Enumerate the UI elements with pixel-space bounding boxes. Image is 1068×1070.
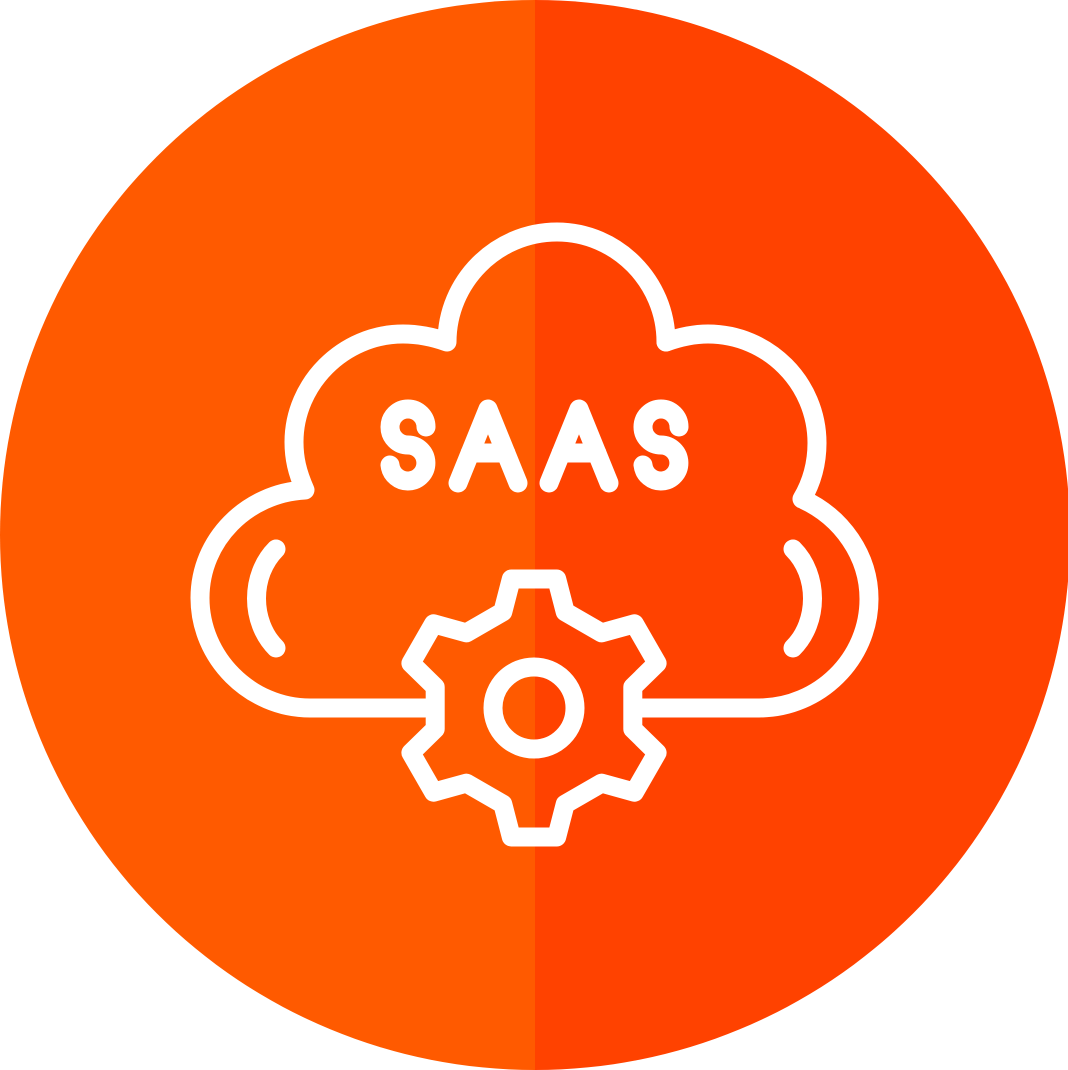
saas-lettering [380, 399, 689, 493]
cloud-outline-left [190, 222, 676, 718]
cloud-outline-right [630, 324, 879, 718]
letter-a-1 [448, 399, 528, 493]
letter-s-2 [633, 399, 689, 491]
badge-right-half [535, 0, 1068, 1070]
badge-left-half [0, 0, 535, 1070]
left-arc [247, 539, 286, 658]
letter-a-2 [539, 399, 619, 493]
gear-hub [483, 657, 585, 759]
cloud-gear-line-art [190, 222, 879, 847]
right-arc [783, 539, 822, 658]
gear-icon [401, 569, 667, 847]
letter-s-1 [380, 399, 436, 491]
